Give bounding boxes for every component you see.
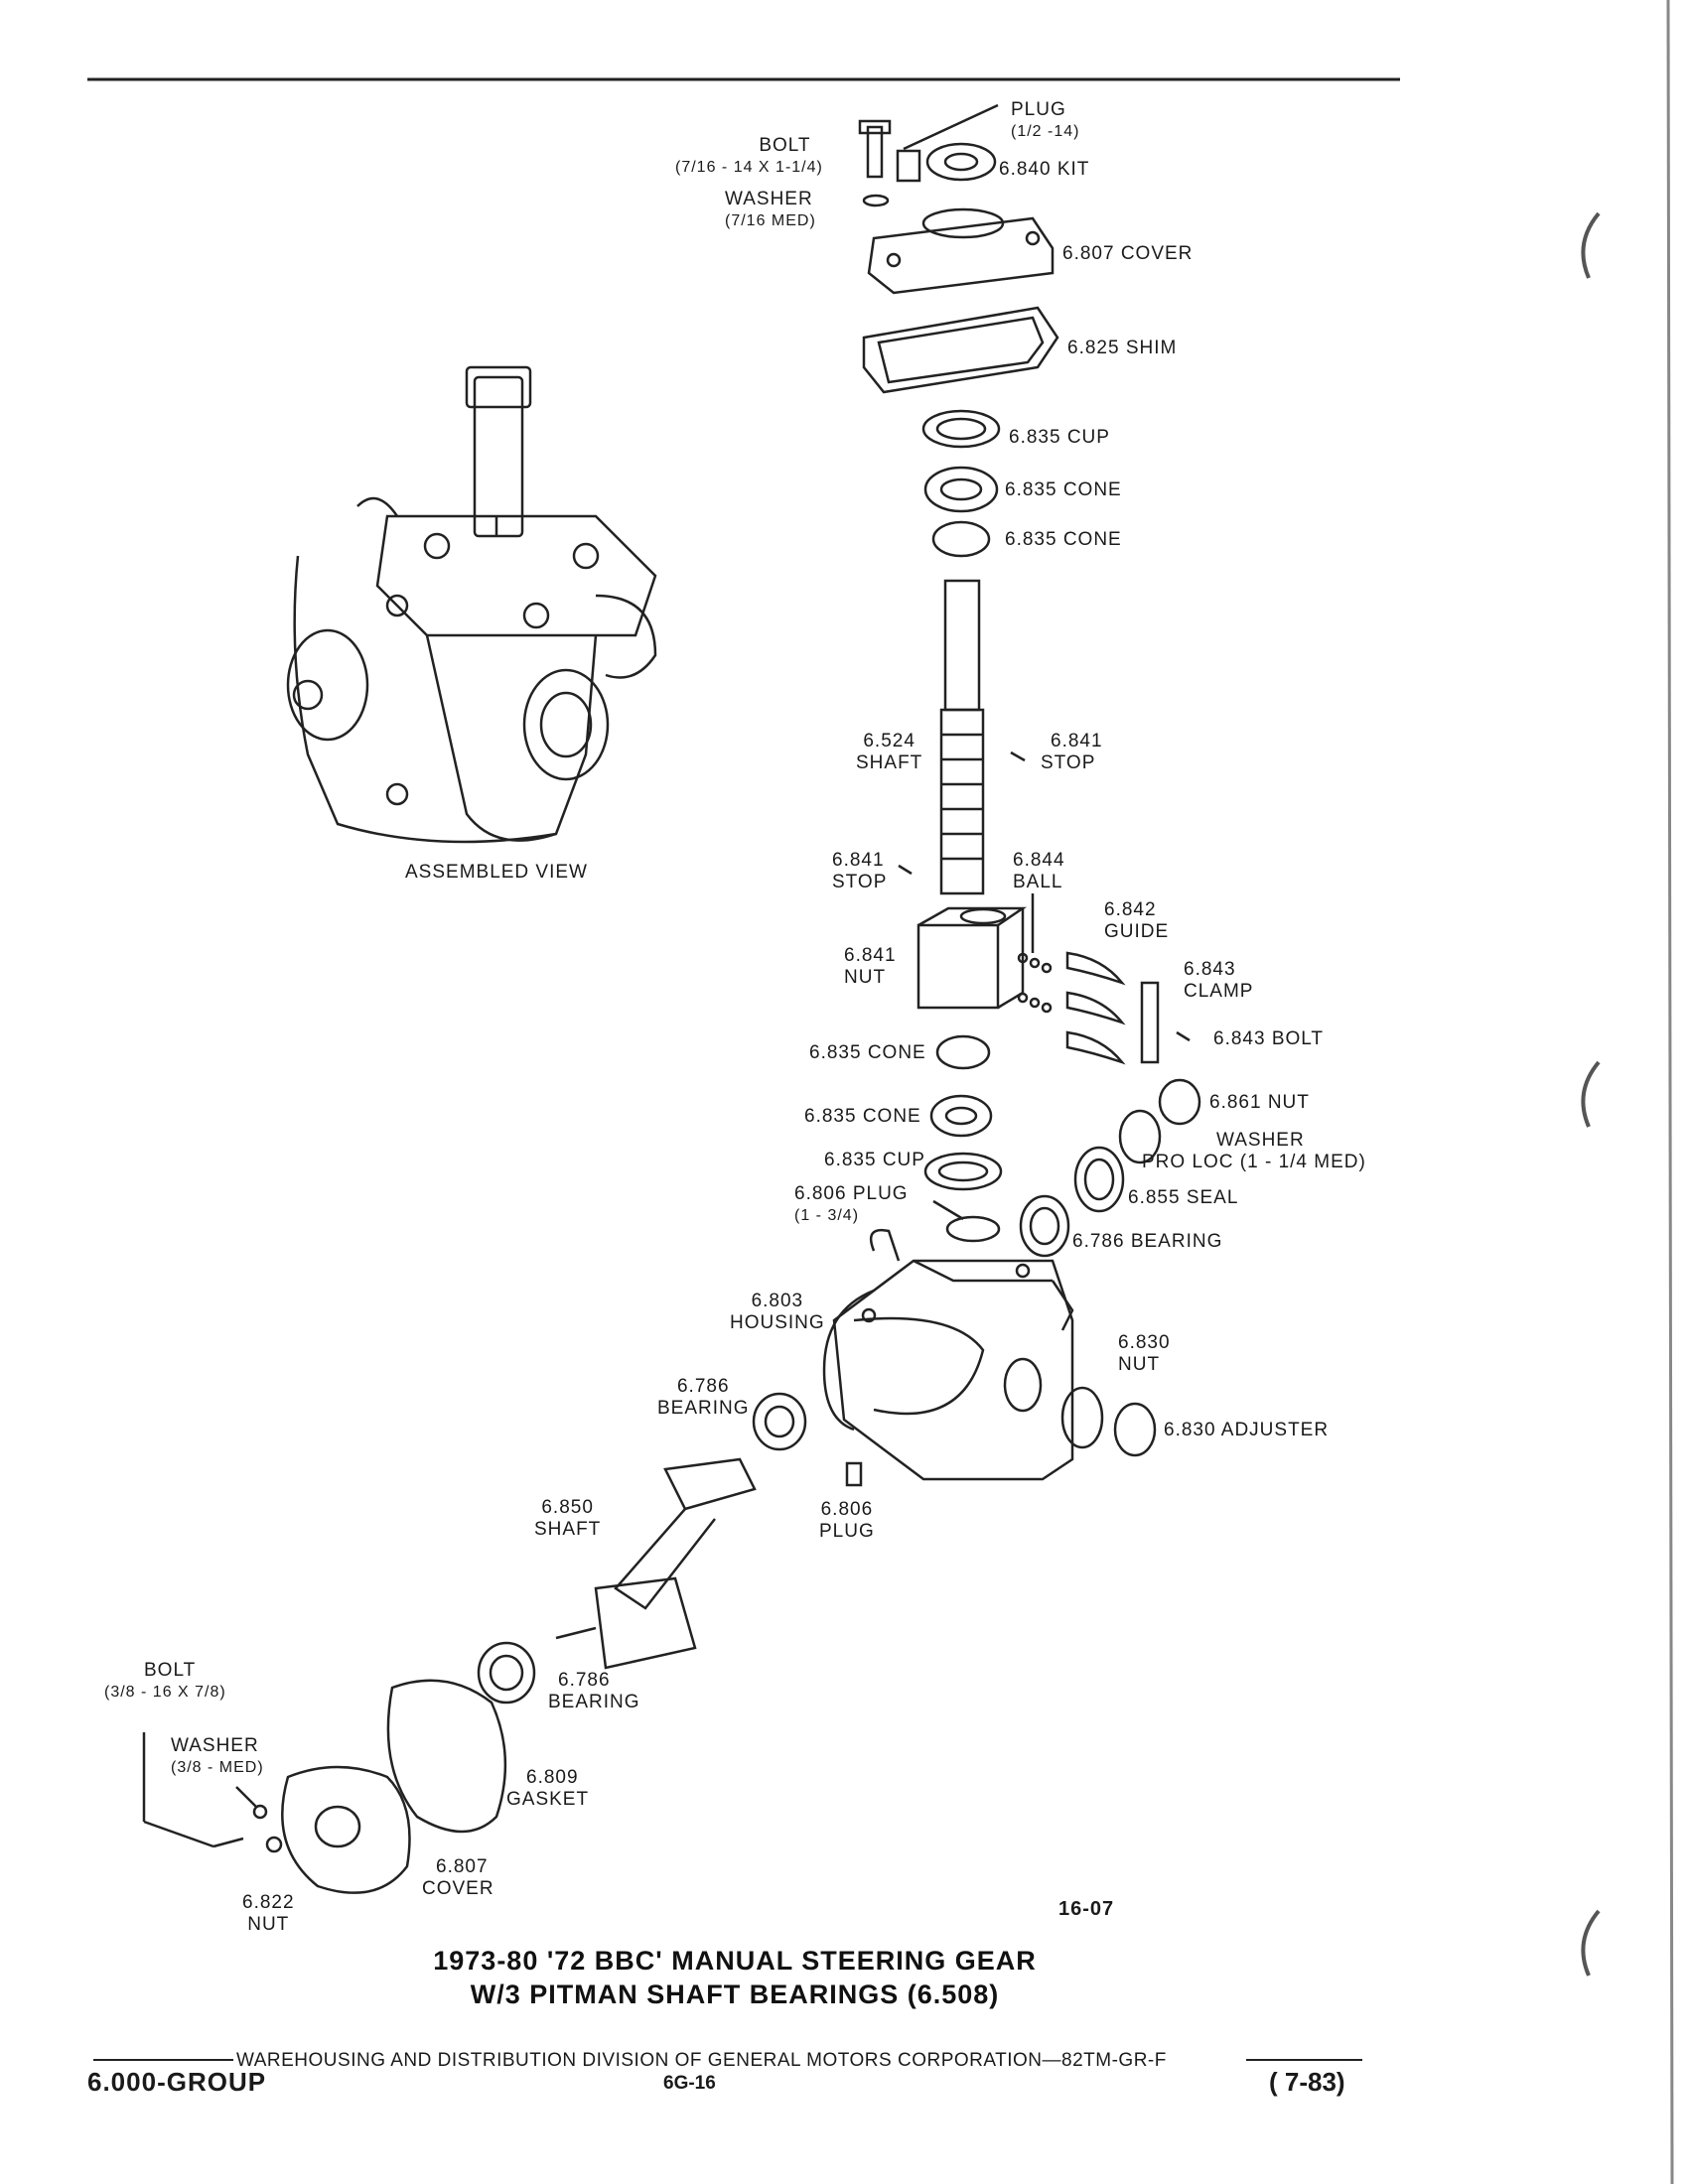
label-nut-ball: 6.841 NUT xyxy=(844,945,897,988)
adjuster-drawing xyxy=(1113,1402,1157,1457)
label-cover-bottom: 6.807 COVER xyxy=(422,1856,494,1899)
guide-drawing xyxy=(1065,951,1126,986)
top-cover-drawing xyxy=(867,216,1055,295)
footer-date: ( 7-83) xyxy=(1269,2067,1345,2097)
label-bearing-left: 6.786 BEARING xyxy=(657,1376,750,1419)
clamp-bolt-drawing xyxy=(1176,1030,1191,1042)
top-plug-drawing xyxy=(896,149,921,183)
label-stop-right: 6.841 STOP xyxy=(1041,731,1103,773)
label-shim: 6.825 SHIM xyxy=(1067,338,1178,358)
label-gasket: 6.809 GASKET xyxy=(506,1767,590,1810)
label-cone-top2: 6.835 CONE xyxy=(1005,529,1122,550)
label-cone-lower1: 6.835 CONE xyxy=(809,1042,926,1063)
binder-hole xyxy=(1581,1060,1601,1128)
bottom-washer-drawing xyxy=(252,1804,268,1820)
nut-861-drawing xyxy=(1158,1078,1201,1126)
binder-hole xyxy=(1581,1909,1601,1977)
small-plug-drawing xyxy=(845,1461,863,1487)
label-assembled-view: ASSEMBLED VIEW xyxy=(405,862,588,883)
bottom-cover-drawing xyxy=(281,1765,411,1894)
footer-page-number: 6G-16 xyxy=(663,2073,716,2094)
label-bearing-bottom: 6.786 BEARING xyxy=(548,1670,640,1712)
label-seal: 6.855 SEAL xyxy=(1128,1187,1239,1208)
bearing-left-drawing xyxy=(752,1392,807,1451)
label-nut-861: 6.861 NUT xyxy=(1209,1092,1310,1113)
shim-drawing xyxy=(862,306,1059,394)
lower-cup-drawing xyxy=(923,1152,1003,1191)
seal-drawing xyxy=(1073,1146,1125,1213)
label-plug-top: PLUG (1/2 -14) xyxy=(1011,99,1080,140)
stop-right-drawing xyxy=(1010,751,1026,762)
label-nut-822: 6.822 NUT xyxy=(242,1892,295,1935)
binder-edge xyxy=(1666,0,1674,2184)
label-housing: 6.803 HOUSING xyxy=(730,1291,825,1333)
label-stop-left: 6.841 STOP xyxy=(832,850,888,892)
top-washer-drawing xyxy=(862,194,890,207)
lower-cone2-drawing xyxy=(929,1094,993,1138)
top-cone1-drawing xyxy=(923,466,999,513)
top-bolt-drawing xyxy=(866,125,884,179)
lower-cone1-drawing xyxy=(935,1034,991,1070)
label-washer-pro: WASHER PRO LOC (1 - 1/4 Med) xyxy=(1142,1130,1366,1172)
top-cup-drawing xyxy=(921,409,1001,449)
clamp-drawing xyxy=(1140,981,1160,1064)
bottom-bolt-drawing xyxy=(212,1837,244,1848)
label-plug-806: 6.806 PLUG (1 - 3/4) xyxy=(794,1183,909,1224)
label-cover-top: 6.807 COVER xyxy=(1062,243,1194,264)
assembled-gearbox xyxy=(286,365,657,844)
label-adjuster: 6.830 ADJUSTER xyxy=(1164,1420,1330,1440)
label-bearing-right: 6.786 BEARING xyxy=(1072,1231,1223,1252)
binder-hole xyxy=(1581,211,1601,279)
diagram-title-line2: W/3 PITMAN SHAFT BEARINGS (6.508) xyxy=(470,1979,1000,2009)
bearing-right-drawing xyxy=(1019,1194,1070,1258)
diagram-title-line1: 1973-80 '72 BBC' MANUAL STEERING GEAR xyxy=(433,1946,1037,1976)
label-cup-top: 6.835 CUP xyxy=(1009,427,1110,448)
label-washer-top: WASHER (7/16 Med) xyxy=(725,189,816,229)
label-cone-lower2: 6.835 CONE xyxy=(804,1106,921,1127)
label-plug-small: 6.806 PLUG xyxy=(819,1499,875,1542)
footer-group: 6.000-GROUP xyxy=(87,2067,267,2097)
label-washer-bottom: WASHER (3/8 - Med) xyxy=(171,1735,264,1776)
figure-number: 16-07 xyxy=(1058,1898,1115,1920)
gasket-drawing xyxy=(386,1679,507,1834)
label-shaft-main: 6.524 SHAFT xyxy=(856,731,923,773)
nut-830-drawing xyxy=(1060,1386,1104,1449)
pitman-shaft-drawing xyxy=(555,1457,757,1670)
label-cone-top1: 6.835 CONE xyxy=(1005,479,1122,500)
footer-division-line: WAREHOUSING AND DISTRIBUTION DIVISION OF… xyxy=(236,2050,1167,2071)
label-clamp-bolt: 6.843 BOLT xyxy=(1213,1028,1325,1049)
large-plug-drawing xyxy=(945,1215,1001,1243)
label-bolt-top: BOLT (7/16 - 14 x 1-1/4) xyxy=(675,135,823,176)
nut-822-drawing xyxy=(265,1836,283,1853)
stop-left-drawing xyxy=(898,864,913,876)
label-nut-830: 6.830 NUT xyxy=(1118,1332,1171,1375)
label-cup-lower: 6.835 CUP xyxy=(824,1150,925,1170)
kit-seal-drawing xyxy=(925,142,997,182)
label-clamp: 6.843 CLAMP xyxy=(1184,959,1254,1002)
label-guide: 6.842 GUIDE xyxy=(1104,899,1170,942)
label-ball: 6.844 BALL xyxy=(1013,850,1065,892)
label-shaft-pitman: 6.850 SHAFT xyxy=(534,1497,602,1540)
worm-shaft-drawing xyxy=(939,579,985,895)
label-bolt-bottom: BOLT (3/8 - 16 x 7/8) xyxy=(104,1660,226,1701)
bearing-bottom-drawing xyxy=(477,1641,536,1705)
housing-drawing xyxy=(822,1228,1074,1481)
label-kit: 6.840 KIT xyxy=(999,159,1090,180)
top-cone2-drawing xyxy=(931,520,991,558)
pro-loc-washer-drawing xyxy=(1118,1109,1162,1164)
